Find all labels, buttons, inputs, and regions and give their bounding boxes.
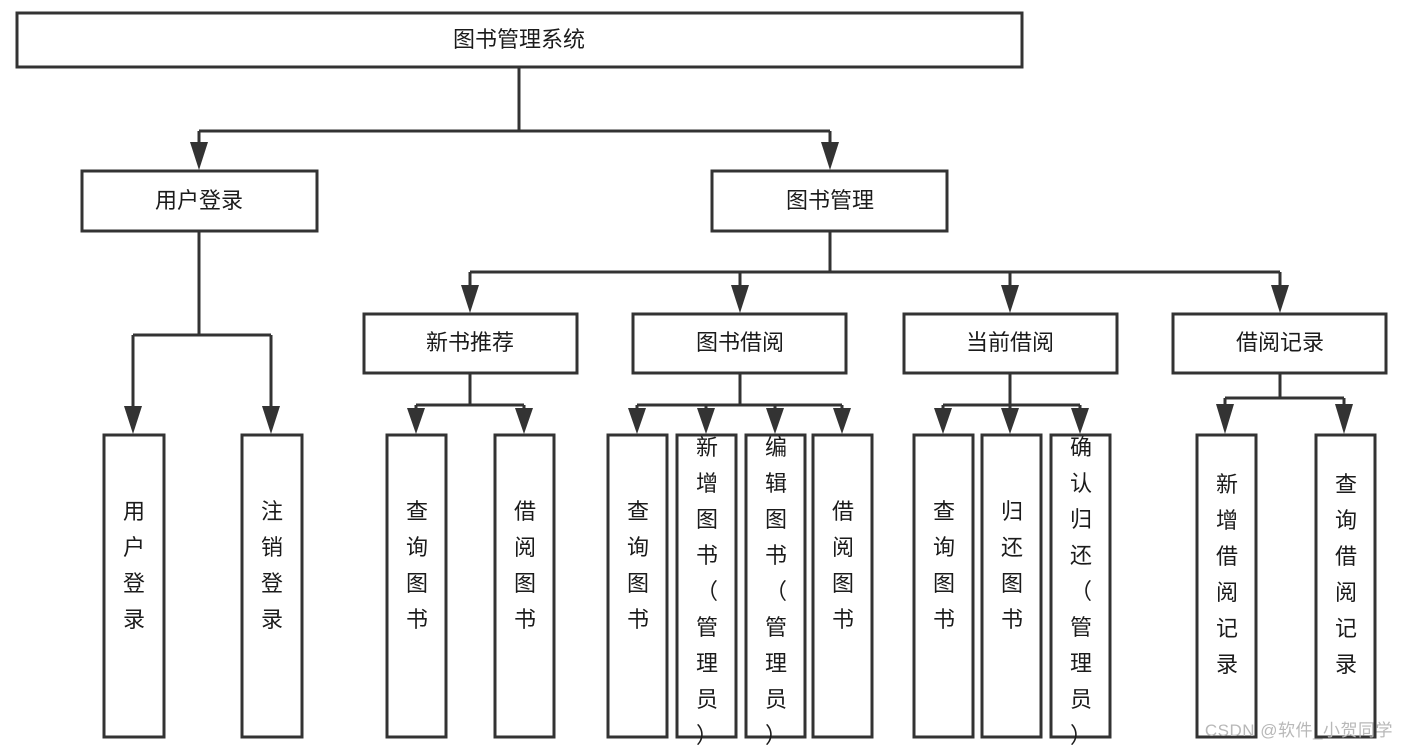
arrow-head-leaf-query-book-2 (628, 408, 646, 434)
node-records-box[interactable] (1171, 312, 1388, 375)
connector-group-bookmgmt (461, 232, 1289, 313)
node-leaf-query-book-1-label: 查询图书 (406, 499, 428, 632)
node-root-box[interactable] (15, 11, 1024, 69)
node-leaf-query-book-2-box[interactable] (606, 433, 669, 739)
node-newbook[interactable]: 新书推荐 (362, 312, 579, 375)
connector-group-root (190, 67, 839, 170)
node-borrow-box[interactable] (631, 312, 848, 375)
arrow-head-to-newbook (461, 285, 479, 313)
arrow-head-leaf-add-book (697, 408, 715, 434)
node-login[interactable]: 用户登录 (80, 169, 319, 233)
node-leaf-borrow-book-2[interactable]: 借阅图书 (811, 433, 874, 739)
node-bookmgmt-box[interactable] (710, 169, 949, 233)
node-leaf-return-book[interactable]: 归还图书 (980, 433, 1043, 739)
connector-group-newbook (407, 374, 533, 434)
node-leaf-borrow-book-1-box[interactable] (493, 433, 556, 739)
node-leaf-add-record-box[interactable] (1195, 433, 1258, 739)
node-leaf-user-logout[interactable]: 注销登录 (240, 433, 304, 739)
arrow-head-to-current (1001, 285, 1019, 313)
arrow-head-to-login (190, 142, 208, 170)
arrow-head-leaf-confirm-return (1071, 408, 1089, 434)
node-leaf-add-book-label: 新增图书（管理员） (696, 435, 718, 747)
node-leaf-user-login-label: 用户登录 (123, 499, 145, 632)
node-current-box[interactable] (902, 312, 1119, 375)
arrow-head-to-records (1271, 285, 1289, 313)
node-leaf-confirm-return-box[interactable] (1049, 433, 1112, 739)
node-leaf-query-book-3[interactable]: 查询图书 (912, 433, 975, 739)
node-leaf-edit-book-label: 编辑图书（管理员） (765, 435, 787, 747)
node-leaf-borrow-book-1[interactable]: 借阅图书 (493, 433, 556, 739)
node-leaf-query-book-1[interactable]: 查询图书 (385, 433, 448, 739)
connector-group-records (1216, 374, 1353, 434)
arrow-head-to-borrow (731, 285, 749, 313)
node-root[interactable]: 图书管理系统 (15, 11, 1024, 69)
node-leaf-user-logout-label: 注销登录 (261, 499, 283, 632)
arrow-head-leaf-return-book (1001, 408, 1019, 434)
node-bookmgmt[interactable]: 图书管理 (710, 169, 949, 233)
node-leaf-add-record-label: 新增借阅记录 (1216, 472, 1238, 677)
arrow-head-leaf-query-record (1335, 404, 1353, 434)
node-records[interactable]: 借阅记录 (1171, 312, 1388, 375)
connector-group-login (124, 232, 280, 434)
node-leaf-user-logout-box[interactable] (240, 433, 304, 739)
arrow-head-leaf-edit-book (766, 408, 784, 434)
node-leaf-query-book-3-label: 查询图书 (933, 499, 955, 632)
node-leaf-query-record-label: 查询借阅记录 (1335, 472, 1357, 677)
node-newbook-box[interactable] (362, 312, 579, 375)
arrow-head-leaf-user-login (124, 406, 142, 434)
node-leaf-query-record-box[interactable] (1314, 433, 1377, 739)
node-login-box[interactable] (80, 169, 319, 233)
node-login-label: 用户登录 (155, 188, 243, 213)
arrow-head-leaf-borrow-book-1 (515, 408, 533, 434)
node-borrow[interactable]: 图书借阅 (631, 312, 848, 375)
node-leaf-return-book-label: 归还图书 (1001, 499, 1023, 632)
node-leaf-add-book-box[interactable] (675, 433, 738, 739)
node-leaf-user-login-box[interactable] (102, 433, 166, 739)
connector-group-current (934, 374, 1089, 434)
node-leaf-query-book-2[interactable]: 查询图书 (606, 433, 669, 739)
node-leaf-query-book-1-box[interactable] (385, 433, 448, 739)
node-borrow-label: 图书借阅 (696, 330, 784, 355)
connector-group-borrow (628, 374, 851, 434)
node-root-label: 图书管理系统 (453, 27, 585, 52)
node-leaf-query-record[interactable]: 查询借阅记录 (1314, 433, 1377, 739)
node-leaf-query-book-2-label: 查询图书 (627, 499, 649, 632)
node-leaf-query-book-3-box[interactable] (912, 433, 975, 739)
arrow-head-leaf-add-record (1216, 404, 1234, 434)
arrow-head-leaf-user-logout (262, 406, 280, 434)
node-leaf-user-login[interactable]: 用户登录 (102, 433, 166, 739)
node-leaf-edit-book-box[interactable] (744, 433, 807, 739)
node-bookmgmt-label: 图书管理 (786, 188, 874, 213)
node-leaf-add-record[interactable]: 新增借阅记录 (1195, 433, 1258, 739)
node-current-label: 当前借阅 (966, 330, 1054, 355)
arrow-head-leaf-borrow-book-2 (833, 408, 851, 434)
node-newbook-label: 新书推荐 (426, 330, 514, 355)
node-leaf-borrow-book-2-box[interactable] (811, 433, 874, 739)
node-leaf-edit-book[interactable]: 编辑图书（管理员） (744, 433, 807, 747)
node-leaf-confirm-return-label: 确认归还（管理员） (1070, 435, 1092, 747)
node-records-label: 借阅记录 (1236, 330, 1324, 355)
arrow-head-to-bookmgmt (821, 142, 839, 170)
node-leaf-borrow-book-2-label: 借阅图书 (832, 499, 854, 632)
node-leaf-confirm-return[interactable]: 确认归还（管理员） (1049, 433, 1112, 747)
node-leaf-add-book[interactable]: 新增图书（管理员） (675, 433, 738, 747)
node-leaf-return-book-box[interactable] (980, 433, 1043, 739)
node-leaf-borrow-book-1-label: 借阅图书 (514, 499, 536, 632)
node-current[interactable]: 当前借阅 (902, 312, 1119, 375)
csdn-watermark: CSDN @软件_小贺同学 (1204, 721, 1393, 740)
arrow-head-leaf-query-book-1 (407, 408, 425, 434)
arrow-head-leaf-query-book-3 (934, 408, 952, 434)
